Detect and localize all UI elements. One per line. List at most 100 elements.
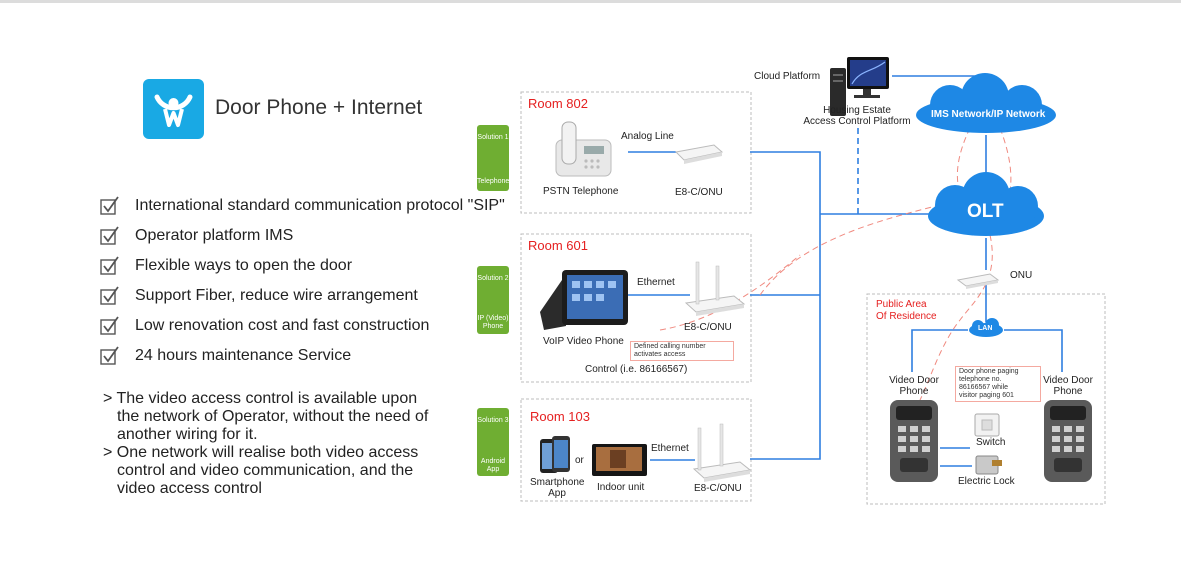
door-phone-line: Phone: [1053, 386, 1083, 397]
feature-item: Operator platform IMS: [100, 225, 293, 247]
onu-label: E8-C/ONU: [684, 322, 732, 333]
public-area-box: [866, 293, 1106, 505]
cloud-platform-label: Cloud Platform: [754, 71, 821, 82]
door-phone-label: Video Door Phone: [1040, 375, 1096, 397]
solution-label: Android: [480, 458, 506, 465]
feature-label: 24 hours maintenance Service: [135, 347, 352, 364]
room-title: Room 601: [528, 238, 588, 253]
public-area-line: Of Residence: [876, 311, 937, 322]
device-line: App: [548, 488, 566, 499]
checkbox-icon: [100, 316, 119, 335]
checkbox-icon: [100, 286, 119, 305]
onu-label: ONU: [1010, 270, 1033, 281]
onu-router-icon: [684, 261, 746, 316]
housing-line: Housing Estate: [823, 105, 891, 116]
note-line: video access control: [117, 480, 262, 497]
paging-line: Door phone paging: [959, 368, 1019, 375]
ims-cloud: [916, 73, 1056, 133]
note-line: > One network will realise both video ac…: [103, 444, 419, 461]
door-phone-line: Video Door: [1043, 375, 1093, 386]
feature-label: Flexible ways to open the door: [135, 257, 353, 274]
electric-lock-icon: [975, 455, 1002, 475]
note-line: the network of Operator, without the nee…: [117, 408, 429, 425]
public-area-label: Public Area Of Residence: [876, 299, 937, 323]
link-label: Ethernet: [651, 443, 689, 454]
electric-lock-label: Electric Lock: [958, 476, 1015, 487]
checkbox-icon: [100, 346, 119, 365]
paging-line: 86166567 while: [959, 384, 1009, 391]
door-phone-line: Phone: [899, 386, 929, 397]
public-area-line: Public Area: [876, 299, 927, 310]
room-title: Room 103: [530, 409, 590, 424]
device-label: Smartphone App: [530, 477, 584, 499]
olt-label: OLT: [967, 201, 1004, 222]
page-title: Door Phone + Internet: [215, 96, 423, 119]
voip-video-phone-icon: [540, 270, 628, 330]
feature-item: Flexible ways to open the door: [100, 255, 352, 277]
solution-label: App: [486, 466, 500, 473]
smartphone-icon: [540, 436, 570, 473]
paging-line: telephone no.: [959, 376, 1002, 383]
feature-label: Operator platform IMS: [135, 227, 294, 244]
solution-label: Solution 2: [477, 275, 509, 282]
note-line: control and video communication, and the: [117, 462, 414, 479]
room-103-box: [520, 398, 752, 502]
feature-item: 24 hours maintenance Service: [100, 345, 351, 367]
solution-label: IP (Video): [477, 315, 509, 322]
note-line: > The video access control is available …: [103, 390, 418, 407]
note-line: another wiring for it.: [117, 426, 258, 443]
feature-item: Support Fiber, reduce wire arrangement: [100, 285, 418, 307]
lan-cloud: [969, 318, 1003, 337]
feature-item: International standard communication pro…: [100, 195, 505, 217]
note-paragraph: > One network will realise both video ac…: [103, 444, 418, 498]
switch-label: Switch: [976, 437, 1006, 448]
note-paragraph: > The video access control is available …: [103, 390, 428, 444]
control-label: Control (i.e. 86166567): [585, 364, 688, 375]
ims-network-label: IMS Network/IP Network: [931, 109, 1046, 120]
link-label: Ethernet: [637, 277, 675, 288]
callout-line: activates access: [634, 351, 686, 358]
housing-estate-label: Housing Estate Access Control Platform: [798, 105, 916, 127]
door-phone-icon: [1044, 400, 1092, 482]
link-label: Analog Line: [621, 131, 674, 142]
callout-box: Defined calling number activates access: [630, 341, 734, 361]
feature-label: International standard communication pro…: [135, 197, 505, 214]
checkbox-icon: [100, 196, 119, 215]
telephone-icon: [555, 121, 612, 177]
paging-note-box: Door phone paging telephone no. 86166567…: [955, 366, 1041, 402]
onu-label: E8-C/ONU: [675, 187, 723, 198]
solution-label: Phone: [482, 323, 504, 330]
feature-item: Low renovation cost and fast constructio…: [100, 315, 429, 337]
switch-icon: [974, 413, 1000, 437]
room-601-box: [520, 233, 752, 383]
network-links: [628, 75, 1063, 467]
feature-label: Low renovation cost and fast constructio…: [135, 317, 430, 334]
callout-line: Defined calling number: [634, 343, 706, 350]
olt-cloud: [928, 172, 1044, 236]
room-title: Room 802: [528, 96, 588, 111]
onu-router-icon: [956, 273, 1000, 289]
housing-line: Access Control Platform: [803, 116, 911, 127]
solution-tag-3: Solution 3 Android App: [477, 408, 509, 476]
device-label: VoIP Video Phone: [543, 336, 624, 347]
device-label: PSTN Telephone: [543, 186, 619, 197]
top-divider: [0, 0, 1181, 3]
brand-logo: [143, 79, 204, 139]
onu-router-icon: [692, 423, 752, 482]
logo-icon: [154, 94, 193, 127]
checkbox-icon: [100, 226, 119, 245]
checkbox-icon: [100, 256, 119, 275]
solution-label: Telephone: [477, 178, 510, 185]
indoor-unit-label: Indoor unit: [597, 482, 645, 493]
solution-tag-1: Solution 1 Telephone: [477, 125, 509, 191]
server-icon: [830, 57, 889, 116]
door-phone-line: Video Door: [889, 375, 939, 386]
onu-router-icon: [674, 144, 724, 164]
solution-tag-2: Solution 2 IP (Video) Phone: [477, 266, 509, 334]
paging-line: visitor paging 601: [959, 392, 1014, 399]
device-line: Smartphone: [530, 477, 585, 488]
door-phone-icon: [890, 400, 938, 482]
door-phone-label: Video Door Phone: [886, 375, 942, 397]
solution-label: Solution 3: [477, 417, 509, 424]
lan-label: LAN: [978, 325, 993, 332]
